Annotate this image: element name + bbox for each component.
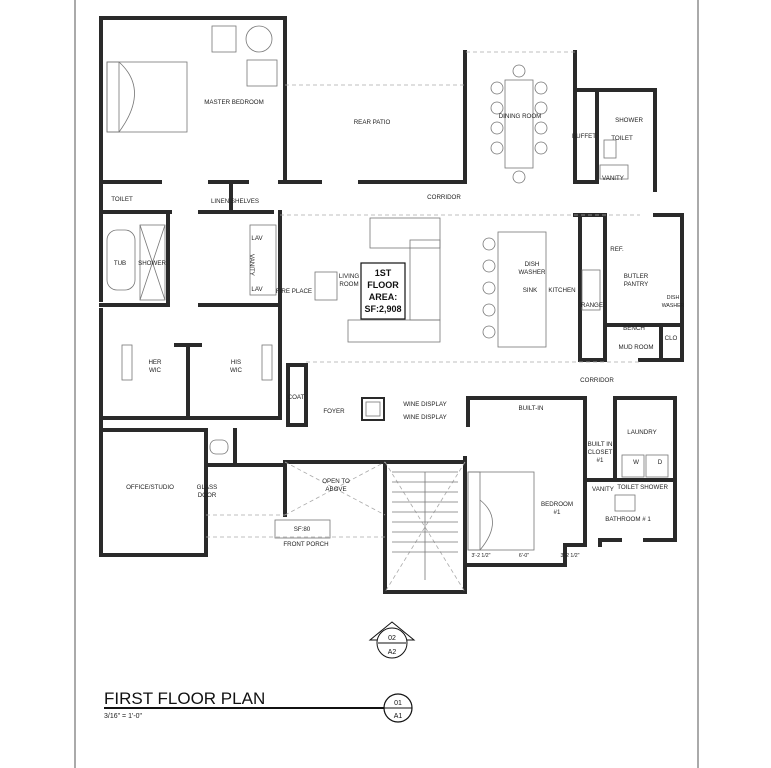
label-glass-door-2: DOOR (198, 492, 217, 499)
room-labels: MASTER BEDROOM REAR PATIO DINING ROOM BU… (111, 99, 684, 559)
label-lav-2: LAV (251, 286, 263, 293)
label-coat: COAT (288, 394, 305, 401)
label-fire-place: FIRE PLACE (276, 288, 312, 295)
label-her-wic-2: WIC (149, 367, 162, 374)
plan-title: FIRST FLOOR PLAN (104, 689, 265, 708)
sheet-tag-number: 01 (394, 700, 402, 707)
label-dim-2: 6'-0" (519, 553, 529, 559)
label-rear-patio: REAR PATIO (354, 119, 391, 126)
label-wine-display-1: WINE DISPLAY (403, 401, 447, 408)
label-kitchen: KITCHEN (548, 287, 575, 294)
label-mud-room: MUD ROOM (618, 344, 653, 351)
plan-scale: 3/16" = 1'-0" (104, 713, 143, 720)
label-shower-bath: SHOWER (640, 484, 668, 491)
label-ref: REF. (610, 246, 624, 253)
label-toilet-top: TOILET (611, 135, 633, 142)
label-toilet-bath: TOILET (617, 484, 639, 491)
label-w: W (633, 459, 639, 466)
label-dish-washer-2: WASHER (519, 269, 546, 276)
label-linen-shelves: LINEN SHELVES (211, 198, 259, 205)
label-dining-room: DINING ROOM (499, 113, 542, 120)
label-bedroom-1: BEDROOM (541, 501, 573, 508)
label-shower-master: SHOWER (138, 260, 166, 267)
label-laundry: LAUNDRY (627, 429, 656, 436)
label-buffet: BUFFET (572, 133, 596, 140)
area-box: 1ST FLOOR AREA: SF:2,908 (360, 262, 406, 320)
label-glass-door-1: GLASS (197, 484, 218, 491)
title-block: FIRST FLOOR PLAN 3/16" = 1'-0" 01 A1 (104, 689, 413, 723)
label-dish-washer-b1: DISH (667, 295, 680, 301)
label-her-wic-1: HER (148, 359, 162, 366)
label-porch-area: SF:80 (294, 526, 311, 533)
label-his-wic-1: HIS (231, 359, 241, 366)
label-foyer: FOYER (323, 408, 345, 415)
label-open-to-above-1: OPEN TO (322, 478, 350, 485)
label-clo: CLO (665, 335, 678, 342)
label-wine-display-2: WINE DISPLAY (403, 414, 447, 421)
label-living-room-1: LIVING (339, 273, 359, 280)
label-built-in-closet-1: BUILT IN (588, 441, 613, 448)
label-bench: BENCH (623, 325, 645, 332)
area-line-1: 1ST (375, 268, 392, 278)
label-corridor-top: CORRIDOR (427, 194, 461, 201)
label-his-wic-2: WIC (230, 367, 243, 374)
exterior-walls (99, 16, 684, 594)
label-sink: SINK (523, 287, 538, 294)
area-line-3: AREA: (369, 292, 398, 302)
label-d: D (658, 459, 663, 466)
label-built-in: BUILT-IN (519, 405, 544, 412)
section-tag-number: 02 (388, 635, 396, 642)
dashed-lines (206, 51, 640, 593)
label-dim-1: 3'-2 1/2" (472, 553, 491, 559)
fixtures (106, 25, 669, 580)
section-tag: 02 A2 (368, 621, 416, 659)
label-butler-pantry-1: BUTLER (624, 273, 649, 280)
label-master-bedroom: MASTER BEDROOM (204, 99, 263, 106)
label-dish-washer-1: DISH (525, 261, 540, 268)
label-butler-pantry-2: PANTRY (624, 281, 649, 288)
label-front-porch: FRONT PORCH (283, 541, 328, 548)
label-built-in-closet-2: CLOSET (588, 449, 613, 456)
label-vanity-master: VANITY (248, 254, 255, 276)
label-shower-top: SHOWER (615, 117, 643, 124)
label-vanity-top: VANITY (602, 175, 624, 182)
label-corridor-mid: CORRIDOR (580, 377, 614, 384)
sheet-tag-sheet: A1 (394, 713, 403, 720)
label-dish-washer-b2: WASHER (662, 303, 685, 309)
label-bedroom-2: #1 (554, 509, 561, 516)
label-range: RANGE (581, 302, 603, 309)
label-built-in-closet-3: #1 (597, 457, 604, 464)
label-lav-1: LAV (251, 235, 263, 242)
label-dim-3: 3'-2 1/2" (561, 553, 580, 559)
label-toilet-master: TOILET (111, 196, 133, 203)
area-line-4: SF:2,908 (364, 304, 401, 314)
label-tub: TUB (114, 260, 126, 267)
label-open-to-above-2: ABOVE (325, 486, 346, 493)
label-living-room-2: ROOM (339, 281, 358, 288)
section-tag-sheet: A2 (388, 649, 397, 656)
area-line-2: FLOOR (367, 280, 399, 290)
label-vanity-bath: VANITY (592, 486, 614, 493)
label-bathroom-1: BATHROOM # 1 (605, 516, 651, 523)
label-office-studio: OFFICE/STUDIO (126, 484, 174, 491)
